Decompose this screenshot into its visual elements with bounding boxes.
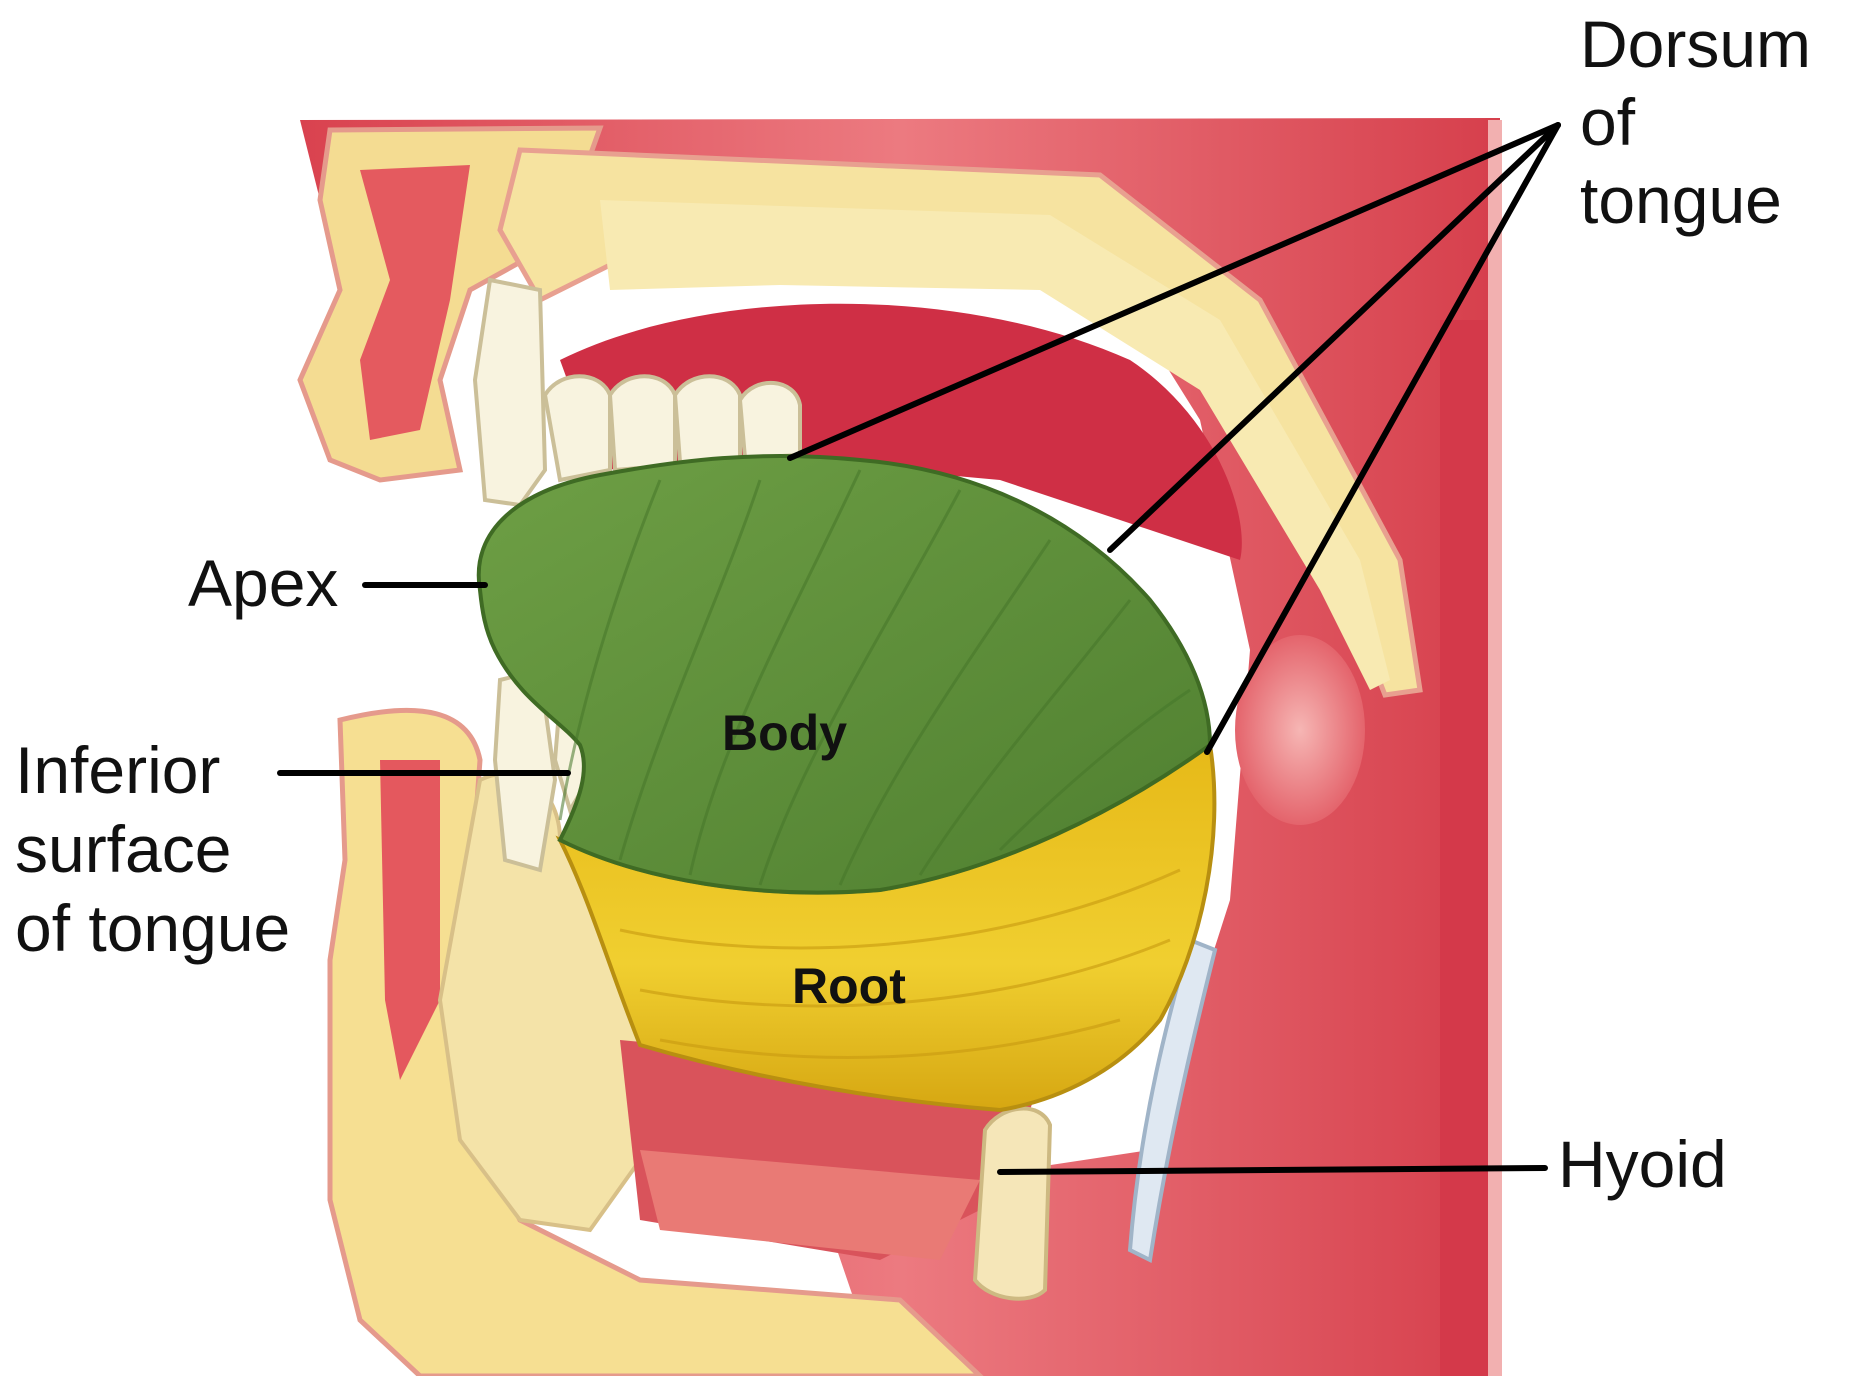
root-region-label: Root xyxy=(792,958,906,1014)
apex-label: Apex xyxy=(188,546,338,620)
dorsum-label-line2: of xyxy=(1580,85,1636,159)
inferior-surface-label-line2: surface xyxy=(15,812,231,886)
inferior-surface-label-line3: of tongue xyxy=(15,891,290,965)
body-region-label: Body xyxy=(722,705,847,761)
dorsum-label-line1: Dorsum xyxy=(1580,7,1811,81)
inferior-surface-label-line1: Inferior xyxy=(15,733,220,807)
hyoid-label: Hyoid xyxy=(1558,1127,1727,1201)
posterior-wall-edge xyxy=(1488,120,1502,1376)
hyoid-leader xyxy=(1000,1168,1545,1172)
hyoid-bone xyxy=(975,1109,1050,1299)
dorsum-label-line3: tongue xyxy=(1580,163,1782,237)
